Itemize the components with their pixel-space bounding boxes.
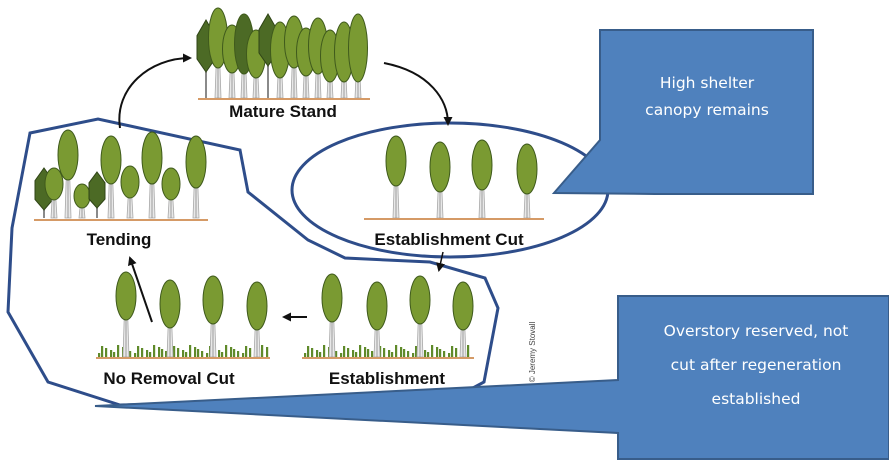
- tending-illustration: [34, 129, 208, 221]
- arrow-mature-to-establishment-cut: [383, 62, 453, 126]
- cycle-arrows: [118, 53, 453, 323]
- tree: [348, 13, 368, 99]
- conifer-tree: [88, 171, 106, 218]
- callout-high-shelter: [551, 29, 814, 195]
- callout-high-shelter-line-2: canopy remains: [645, 101, 769, 119]
- tree: [429, 141, 451, 219]
- tree: [100, 135, 122, 219]
- tree: [120, 165, 140, 219]
- tree: [73, 183, 91, 219]
- establishment-cut-illustration: [364, 135, 544, 220]
- tree: [409, 275, 431, 358]
- no-removal-cut-illustration: [96, 271, 270, 359]
- label-mature-stand: Mature Stand: [229, 102, 337, 121]
- tree: [159, 279, 181, 358]
- label-establishment: Establishment: [329, 369, 446, 388]
- arrow-tending-to-mature: [118, 53, 192, 129]
- tree: [516, 143, 538, 219]
- mature-stand-illustration: [196, 7, 370, 100]
- arrow-establishment-cut-to-establishment: [436, 251, 445, 272]
- tree: [44, 167, 64, 219]
- reserve-region-outline: [6, 117, 500, 407]
- label-tending: Tending: [87, 230, 152, 249]
- label-no-removal-cut: No Removal Cut: [103, 369, 235, 388]
- callout-overstory-reserved: [94, 295, 889, 460]
- tree: [366, 281, 388, 358]
- tree: [202, 275, 224, 358]
- label-establishment-cut: Establishment Cut: [374, 230, 524, 249]
- callout-overstory-line-3: established: [712, 390, 801, 408]
- tree: [321, 273, 343, 358]
- callout-high-shelter-line-1: High shelter: [660, 74, 755, 92]
- callout-overstory-line-1: Overstory reserved, not: [664, 322, 849, 340]
- tree: [385, 135, 407, 219]
- arrow-no-removal-to-tending: [128, 256, 153, 323]
- callout-overstory-line-2: cut after regeneration: [671, 356, 842, 374]
- tree: [115, 271, 137, 358]
- tree: [161, 167, 181, 219]
- tree: [141, 131, 163, 219]
- photo-credit: © Jeremy Stovall: [528, 321, 537, 382]
- tree: [452, 281, 474, 358]
- establishment-illustration: [302, 273, 474, 359]
- tree: [185, 135, 207, 219]
- seedling-row: [98, 345, 269, 357]
- tree: [471, 139, 493, 219]
- tree: [57, 129, 79, 219]
- tree: [246, 281, 268, 358]
